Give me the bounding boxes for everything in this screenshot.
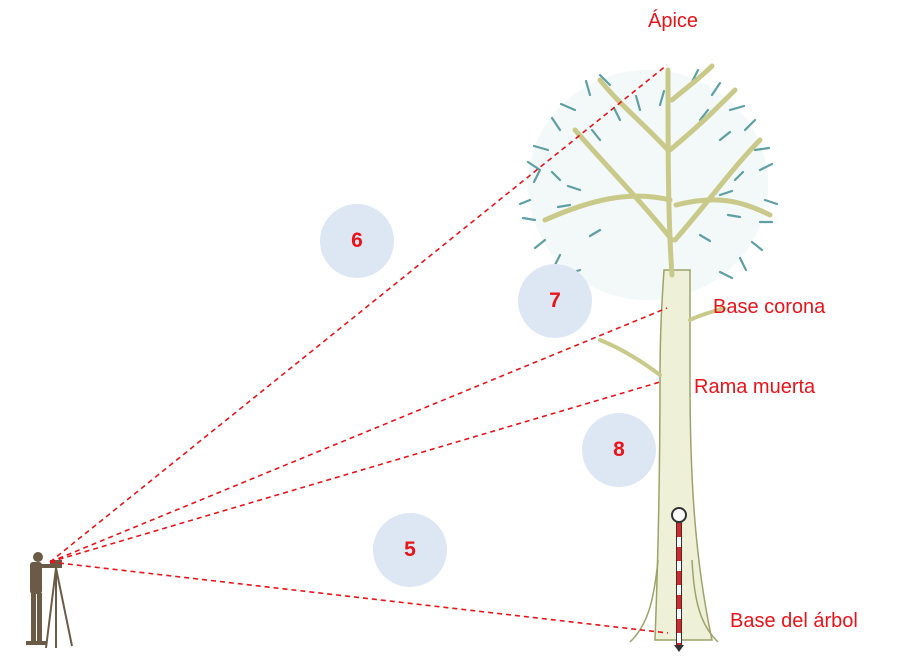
sight-line-crown-base: [50, 308, 667, 562]
label-crown-base: Base corona: [713, 296, 825, 319]
tree-trunk: [655, 270, 712, 640]
label-apex: Ápice: [648, 10, 698, 33]
sight-line-tree-base: [50, 562, 668, 633]
marker-7: 7: [518, 264, 592, 338]
marker-5: 5: [373, 513, 447, 587]
marker-5-number: 5: [404, 538, 416, 562]
marker-6: 6: [320, 204, 394, 278]
marker-7-number: 7: [549, 289, 561, 313]
marker-6-number: 6: [351, 229, 363, 253]
marker-8-number: 8: [613, 438, 625, 462]
label-dead-branch: Rama muerta: [694, 376, 815, 399]
marker-8: 8: [582, 413, 656, 487]
person-with-clinometer-icon: [26, 552, 72, 648]
label-tree-base: Base del árbol: [730, 610, 858, 633]
sight-line-dead-branch: [50, 382, 660, 562]
dead-branch: [600, 340, 660, 375]
